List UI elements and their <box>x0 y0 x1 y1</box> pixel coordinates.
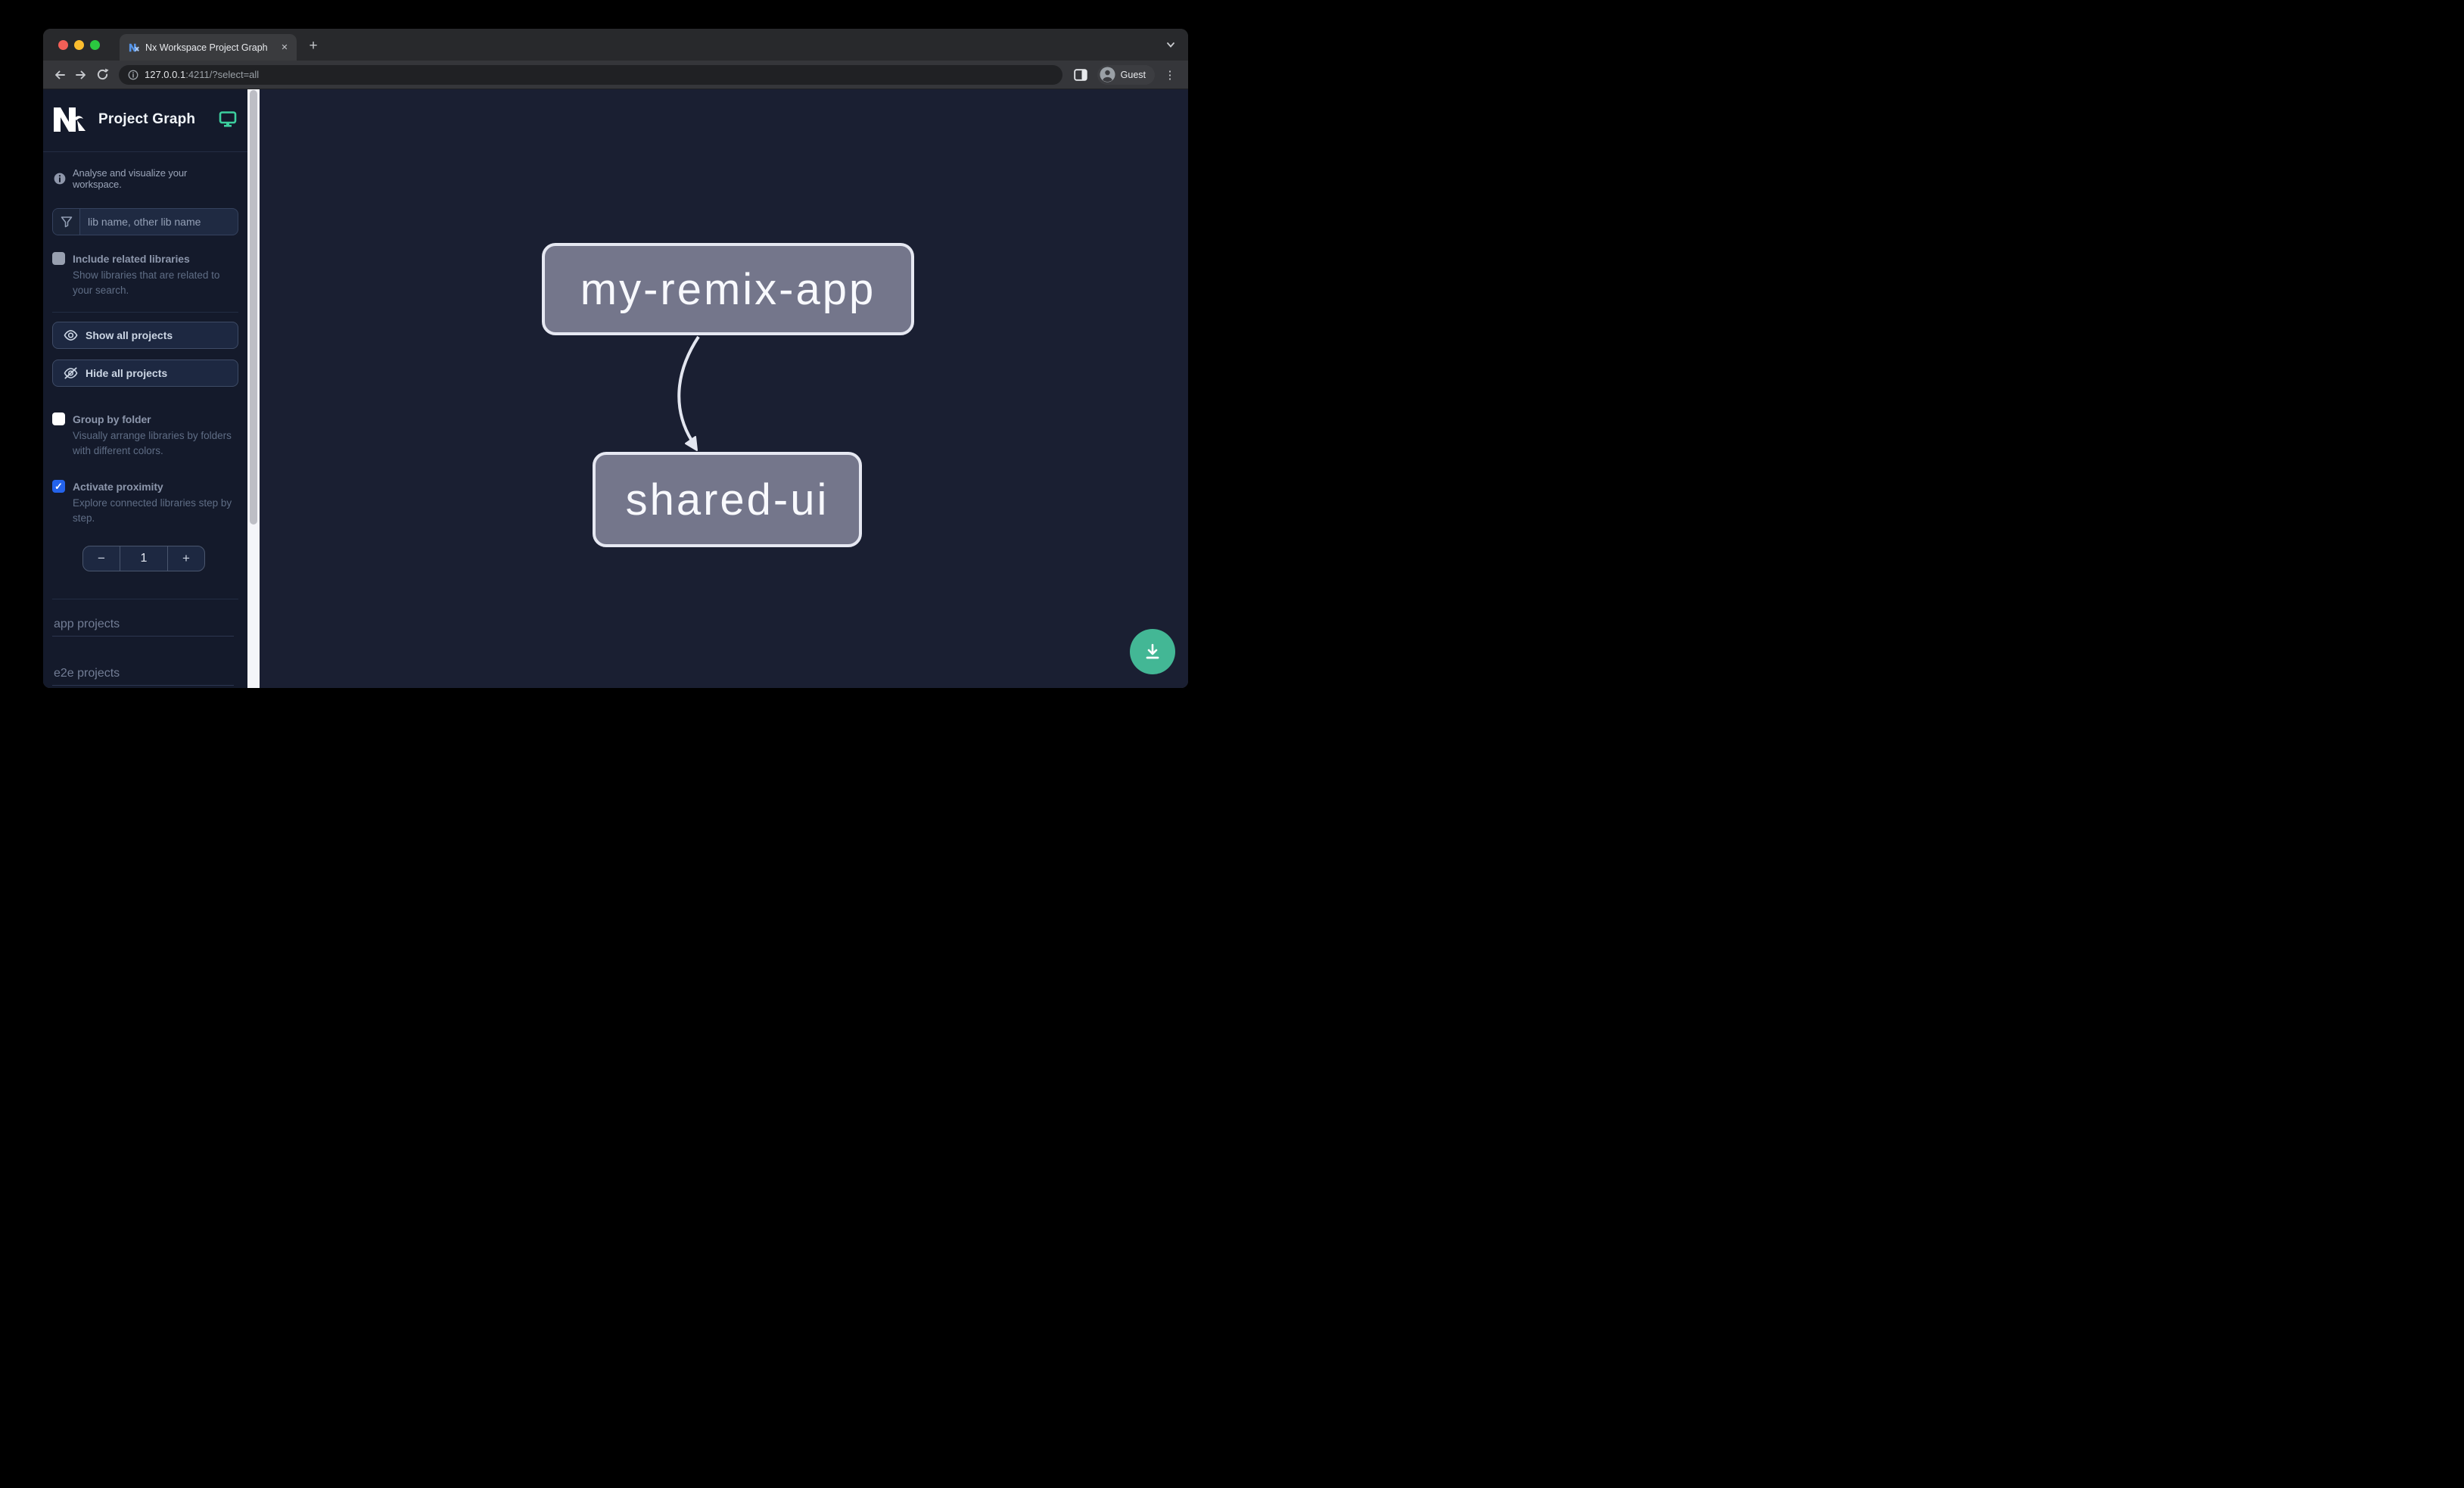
check-icon: ✓ <box>54 481 63 492</box>
section-header-app-projects[interactable]: app projects <box>52 599 234 637</box>
eye-off-icon <box>64 367 78 379</box>
proximity-decrement-button[interactable]: − <box>98 551 105 565</box>
node-label: my-remix-app <box>580 264 876 314</box>
option-group-by-folder: Group by folder Visually arrange librari… <box>52 412 238 459</box>
eye-icon <box>64 330 78 341</box>
nx-favicon-icon <box>129 43 139 51</box>
group-by-folder-checkbox[interactable] <box>52 412 65 425</box>
filter-input-group <box>52 208 238 235</box>
edge-arrowhead-icon <box>685 436 698 451</box>
hide-all-projects-button[interactable]: Hide all projects <box>52 360 238 387</box>
site-info-icon[interactable] <box>128 70 138 80</box>
browser-toolbar: 127.0.0.1:4211/?select=all Guest ⋮ <box>43 61 1188 89</box>
tab-strip: Nx Workspace Project Graph ✕ + <box>43 29 1188 61</box>
profile-chip[interactable]: Guest <box>1097 64 1155 85</box>
chevron-down-icon <box>1167 42 1174 48</box>
sidebar: Project Graph Analyse and visualize your… <box>43 89 247 688</box>
browser-window: Nx Workspace Project Graph ✕ + <box>43 29 1188 688</box>
tab-close-icon[interactable]: ✕ <box>281 42 288 52</box>
node-my-remix-app[interactable]: my-remix-app <box>542 243 914 335</box>
activate-proximity-description: Explore connected libraries step by step… <box>73 497 232 524</box>
page-title: Project Graph <box>98 111 196 127</box>
page-content: Project Graph Analyse and visualize your… <box>43 89 1188 688</box>
tagline-row: Analyse and visualize your workspace. <box>52 167 238 190</box>
forward-button[interactable] <box>70 64 92 86</box>
workspace-tagline: Analyse and visualize your workspace. <box>72 167 188 190</box>
zoom-window-button[interactable] <box>90 39 100 50</box>
project-sections: app projects e2e projects <box>52 599 238 686</box>
url-path: :4211/?select=all <box>185 69 260 80</box>
group-by-folder-description: Visually arrange libraries by folders wi… <box>73 430 232 456</box>
show-all-projects-label: Show all projects <box>86 329 173 341</box>
edge-my-remix-app-to-shared-ui[interactable] <box>677 335 700 451</box>
avatar-icon <box>1100 67 1115 82</box>
filter-input[interactable] <box>80 209 238 235</box>
hide-all-projects-label: Hide all projects <box>86 367 168 379</box>
filter-icon <box>61 216 72 228</box>
option-include-related: Include related libraries Show libraries… <box>52 252 238 298</box>
graph-canvas[interactable]: my-remix-app shared-ui <box>260 89 1188 688</box>
close-window-button[interactable] <box>58 39 68 50</box>
back-button[interactable] <box>49 64 70 86</box>
tab-title: Nx Workspace Project Graph <box>145 42 268 53</box>
reload-icon <box>97 68 109 80</box>
activate-proximity-label: Activate proximity <box>73 480 163 493</box>
arrow-right-icon <box>76 70 86 79</box>
include-related-checkbox[interactable] <box>52 252 65 265</box>
sidebar-scrollbar-track[interactable] <box>247 89 260 688</box>
include-related-description: Show libraries that are related to your … <box>73 269 220 296</box>
sidebar-body: Analyse and visualize your workspace. In… <box>43 167 247 686</box>
reload-button[interactable] <box>92 64 113 86</box>
monitor-icon[interactable] <box>219 111 237 128</box>
node-shared-ui[interactable]: shared-ui <box>593 452 862 547</box>
profile-label: Guest <box>1120 69 1146 80</box>
url-bar[interactable]: 127.0.0.1:4211/?select=all <box>119 64 1062 85</box>
show-all-projects-button[interactable]: Show all projects <box>52 322 238 349</box>
section-divider <box>52 312 238 313</box>
option-activate-proximity: ✓ Activate proximity Explore connected l… <box>52 480 238 526</box>
info-icon <box>54 173 66 185</box>
side-panel-button[interactable] <box>1070 64 1091 86</box>
section-header-e2e-projects[interactable]: e2e projects <box>52 637 234 686</box>
browser-tab[interactable]: Nx Workspace Project Graph ✕ <box>120 34 297 61</box>
tab-search-button[interactable] <box>1165 39 1176 50</box>
proximity-increment-button[interactable]: + <box>182 551 190 565</box>
nx-logo <box>54 107 86 132</box>
download-image-button[interactable] <box>1130 629 1175 674</box>
browser-menu-button[interactable]: ⋮ <box>1164 68 1176 82</box>
sidebar-scrollbar-thumb[interactable] <box>250 90 257 525</box>
node-label: shared-ui <box>625 475 829 525</box>
include-related-label: Include related libraries <box>73 252 190 265</box>
download-icon <box>1146 643 1159 659</box>
activate-proximity-checkbox[interactable]: ✓ <box>52 480 65 493</box>
sidebar-header: Project Graph <box>43 89 247 152</box>
url-host: 127.0.0.1 <box>145 69 186 80</box>
proximity-stepper: − 1 + <box>82 546 205 571</box>
proximity-value: 1 <box>120 546 168 571</box>
new-tab-button[interactable]: + <box>309 38 318 54</box>
minimize-window-button[interactable] <box>74 39 84 50</box>
group-by-folder-label: Group by folder <box>73 412 151 425</box>
graph-edge-layer <box>677 335 700 451</box>
side-panel-icon <box>1073 68 1087 81</box>
arrow-left-icon <box>55 70 65 79</box>
traffic-lights <box>43 29 100 61</box>
filter-icon-cell <box>53 209 80 235</box>
url-text: 127.0.0.1:4211/?select=all <box>145 69 259 80</box>
